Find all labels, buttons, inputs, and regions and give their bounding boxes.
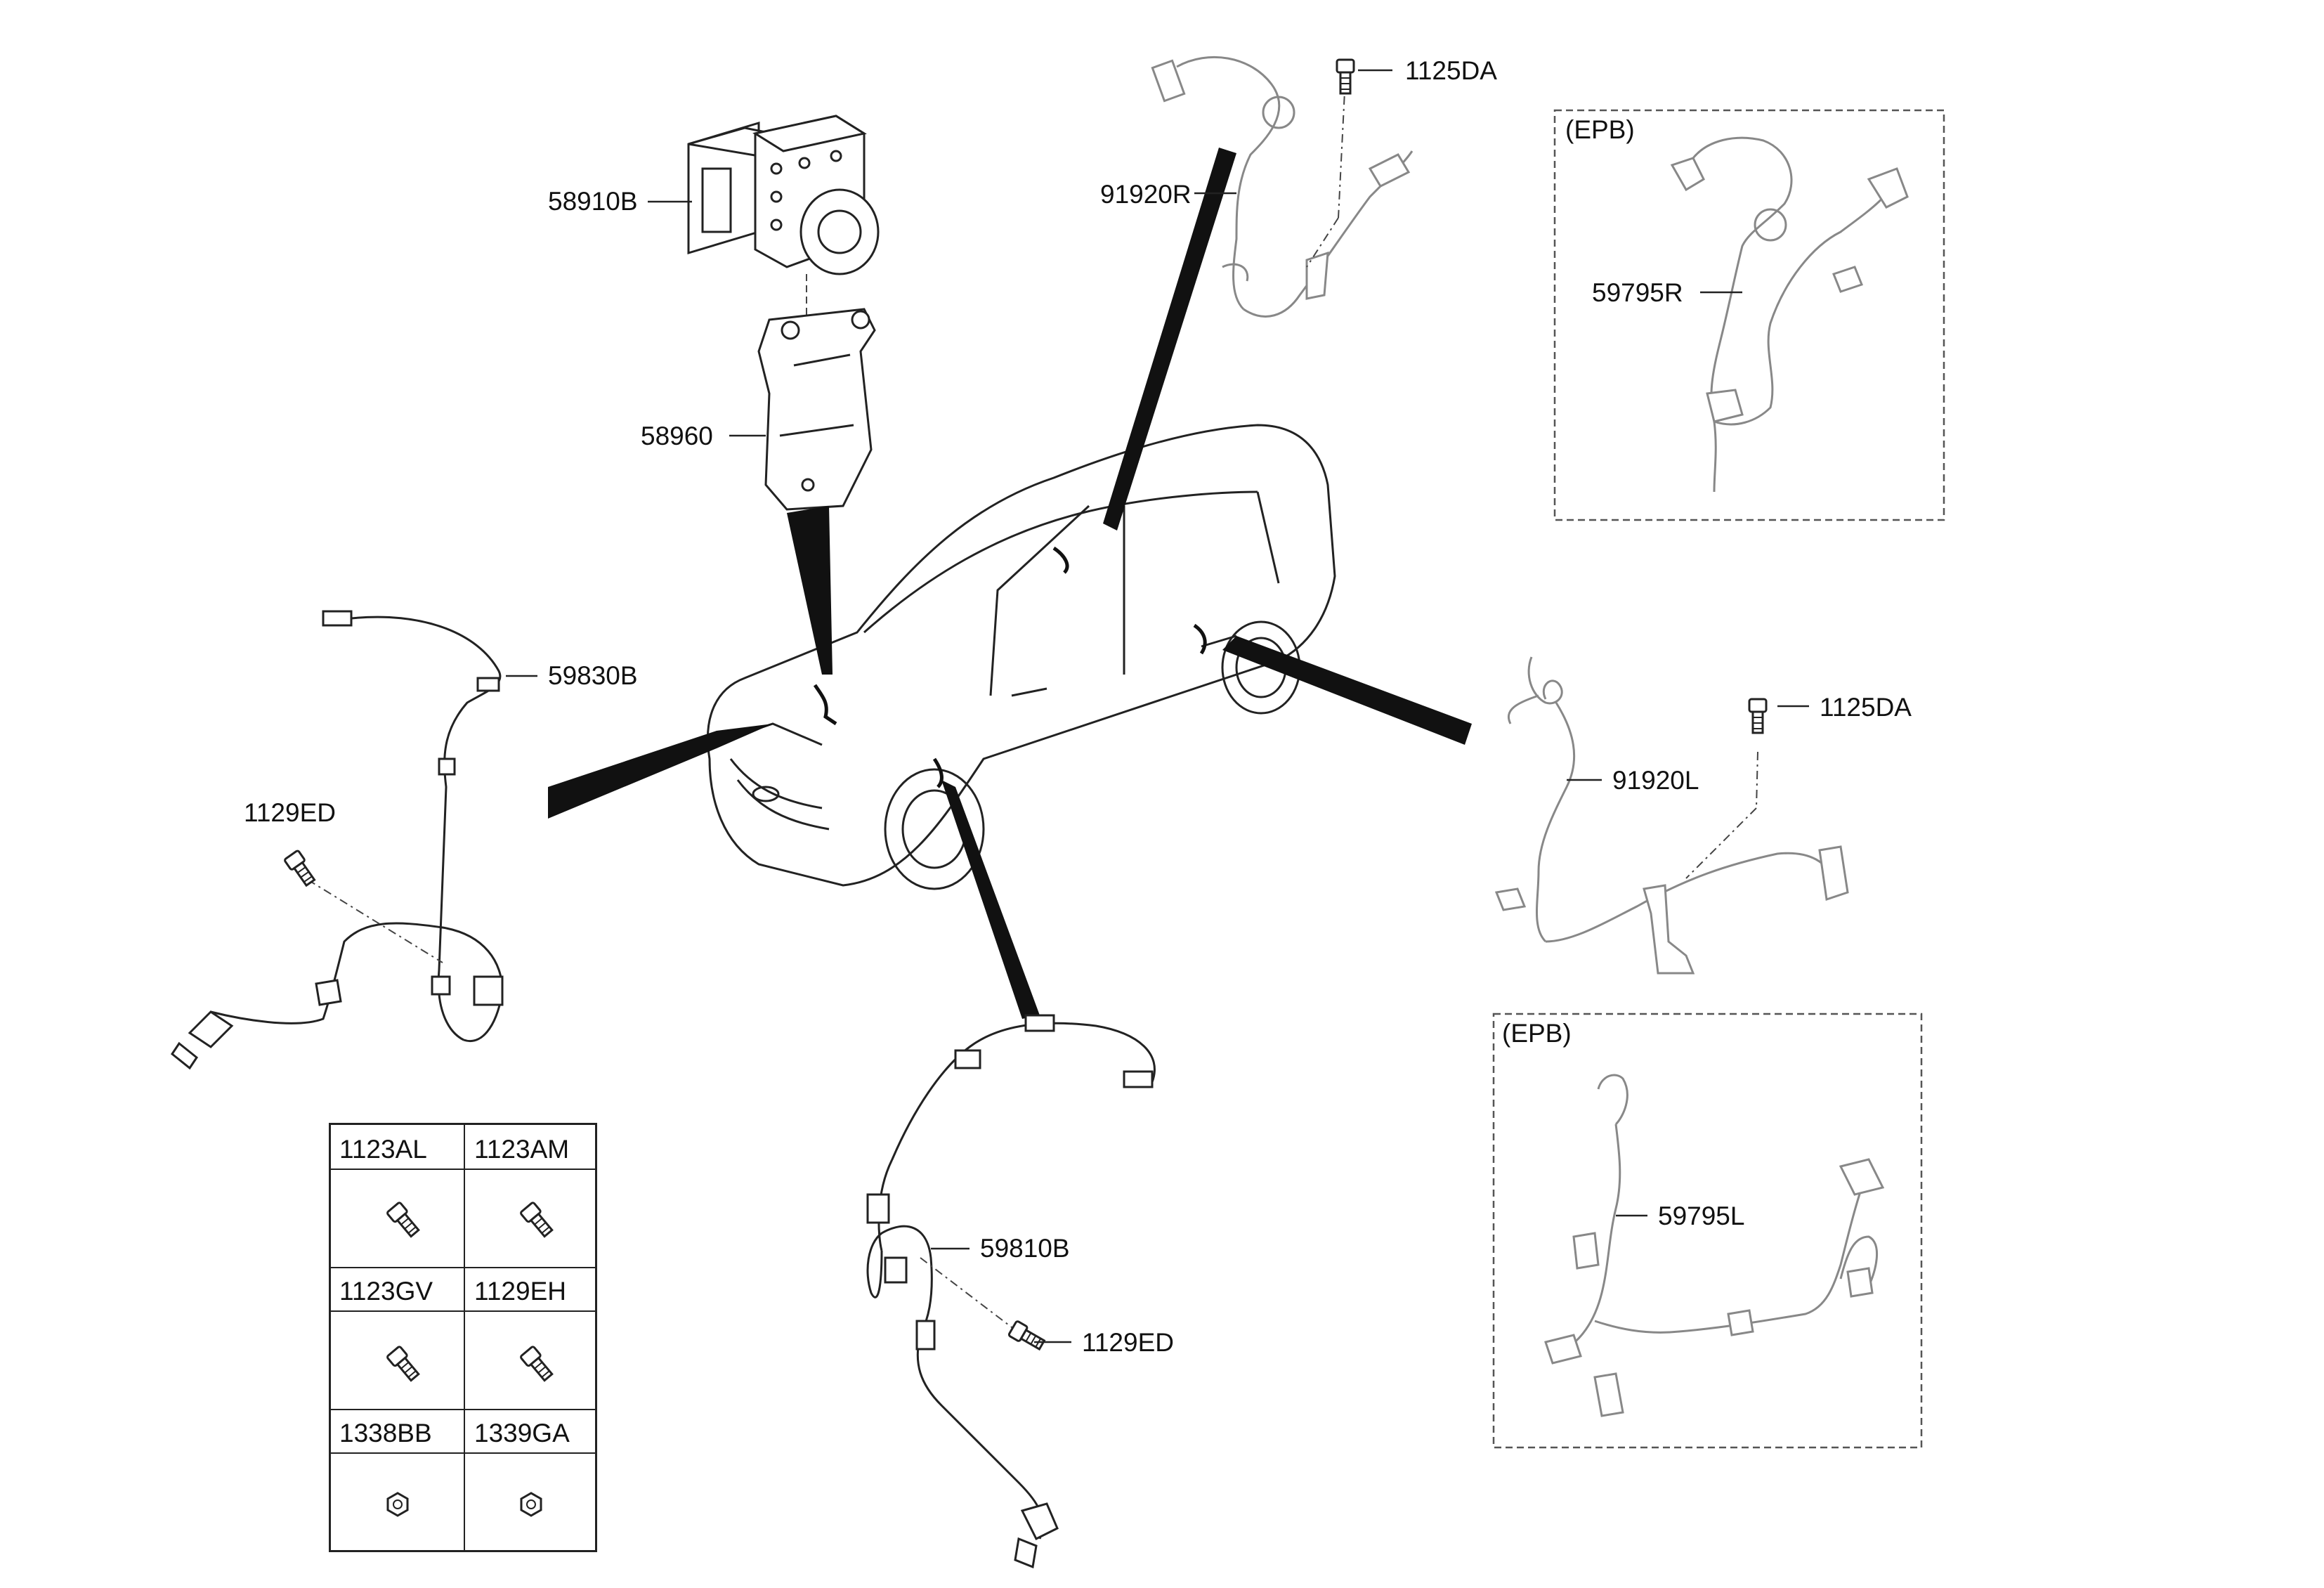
label-bolt-front-left: 1129ED xyxy=(1082,1328,1174,1357)
label-epb-sensor-right: 59795R xyxy=(1592,278,1683,307)
label-front-sensor-right: 59830B xyxy=(548,661,638,690)
label-epb-sensor-left: 59795L xyxy=(1658,1202,1745,1230)
epb-box-upper xyxy=(1553,109,1945,521)
bolt-icon xyxy=(1007,1320,1047,1353)
label-abs-module: 58910B xyxy=(548,187,638,216)
table-cell-label: 1339GA xyxy=(474,1419,570,1447)
table-cell-label: 1129EH xyxy=(474,1277,566,1306)
label-front-sensor-left: 59810B xyxy=(980,1234,1070,1263)
table-divider xyxy=(331,1452,595,1454)
front-sensor-left xyxy=(866,1014,1156,1569)
epb-sensor-left xyxy=(1544,1074,1885,1417)
table-cell-label: 1123AL xyxy=(339,1135,427,1164)
bolt-icon xyxy=(518,1201,556,1240)
front-sensor-right xyxy=(170,610,504,1070)
label-bolt-rear-left: 1125DA xyxy=(1820,693,1912,722)
abs-module xyxy=(687,115,880,275)
table-divider xyxy=(331,1267,595,1268)
table-icons xyxy=(385,1201,556,1517)
epb-box-upper-title: (EPB) xyxy=(1565,115,1635,144)
abs-bracket xyxy=(757,308,876,511)
label-bracket: 58960 xyxy=(641,422,713,450)
car-sensor-marks xyxy=(813,546,1207,788)
table-divider xyxy=(331,1169,595,1170)
label-bolt-front-right: 1129ED xyxy=(244,798,336,827)
bolt-icon xyxy=(385,1345,423,1384)
bolt-icon xyxy=(1748,698,1768,734)
epb-box-lower-title: (EPB) xyxy=(1502,1019,1572,1048)
leader-lines xyxy=(506,69,1809,1343)
table-cell-label: 1338BB xyxy=(339,1419,432,1447)
table-divider xyxy=(464,1125,465,1550)
table-cell-label: 1123GV xyxy=(339,1277,433,1306)
table-divider xyxy=(331,1409,595,1410)
pointer-wedges xyxy=(548,148,1472,1019)
bolt-icon xyxy=(282,849,319,889)
epb-box-lower xyxy=(1492,1013,1923,1449)
fastener-table: 1123AL 1123AM 1123GV 1129EH 1338BB 1339G… xyxy=(329,1123,597,1552)
nut-icon xyxy=(520,1492,542,1517)
bolt-icon xyxy=(518,1345,556,1384)
label-rear-sensor-right: 91920R xyxy=(1100,180,1192,209)
table-cell-label: 1123AM xyxy=(474,1135,570,1164)
table-divider xyxy=(331,1310,595,1312)
label-bolt-rear-right: 1125DA xyxy=(1405,56,1497,85)
bolt-icon xyxy=(385,1201,423,1240)
bolt-icon xyxy=(1336,58,1355,95)
rear-sensor-right xyxy=(1151,56,1414,318)
label-rear-sensor-left: 91920L xyxy=(1612,766,1699,795)
epb-sensor-right xyxy=(1670,136,1909,493)
nut-icon xyxy=(386,1492,409,1517)
rear-sensor-left xyxy=(1494,656,1849,975)
